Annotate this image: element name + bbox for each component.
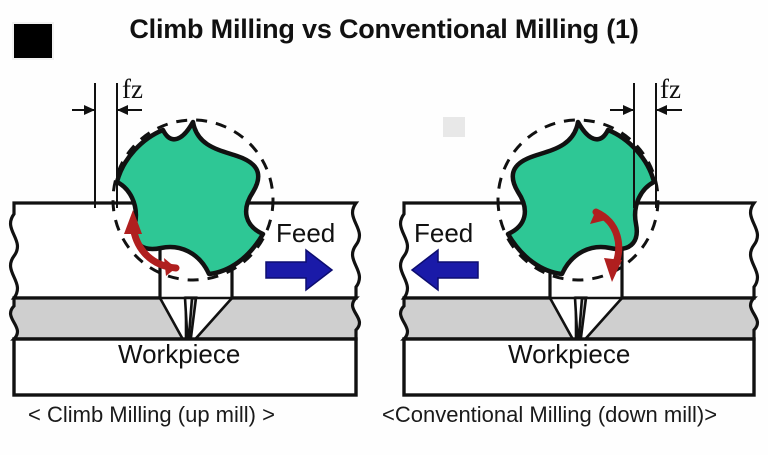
gray-square-artifact [443, 117, 465, 137]
fz-dimension-left [72, 83, 142, 208]
feed-label-left: Feed [276, 218, 336, 248]
cutter-envelope-circle [111, 118, 275, 282]
fz-dimension-right [610, 83, 682, 208]
cutter-envelope-circle [496, 118, 660, 282]
black-square-bullet-icon [12, 22, 54, 60]
cutter-right [496, 118, 660, 282]
feed-label-right: Feed [414, 218, 474, 248]
workpiece-label-right: Workpiece [508, 339, 631, 369]
page-title: Climb Milling vs Conventional Milling (1… [129, 14, 639, 44]
fz-label-left: fz [122, 74, 143, 104]
caption-right: <Conventional Milling (down mill)> [382, 402, 718, 427]
caption-left: < Climb Milling (up mill) > [28, 402, 275, 427]
workpiece-left [8, 201, 362, 397]
fz-label-right: fz [660, 74, 681, 104]
rotation-arrow-left [124, 210, 180, 276]
workpiece-label-left: Workpiece [118, 339, 241, 369]
rotation-arrow-right [590, 208, 623, 282]
cutter-left [111, 118, 275, 282]
